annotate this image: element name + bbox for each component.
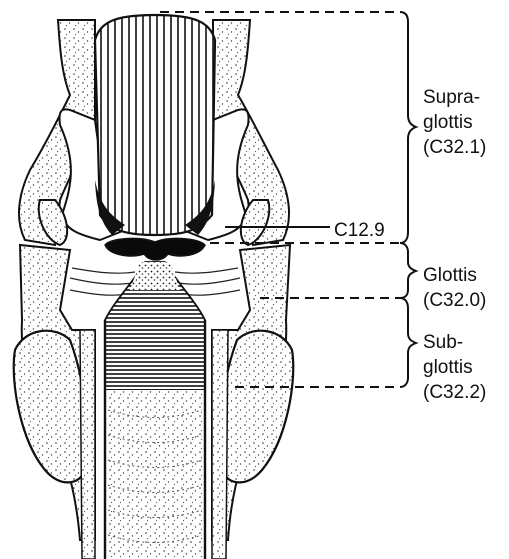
supraglottis-label-line3: (C32.1) — [423, 135, 486, 160]
region-braces — [400, 12, 416, 387]
supraglottis-label-line2: glottis — [423, 110, 486, 135]
glottis-label-line2: (C32.0) — [423, 288, 486, 313]
supraglottis-label-line1: Supra- — [423, 85, 486, 110]
subglottis-label-line3: (C32.2) — [423, 380, 486, 405]
epiglottis — [95, 15, 215, 235]
subglottis-label-line2: glottis — [423, 355, 486, 380]
subglottis-brace — [400, 298, 416, 387]
c12-9-label: C12.9 — [334, 218, 385, 243]
supraglottis-label: Supra- glottis (C32.1) — [423, 85, 486, 160]
glottis-label: Glottis (C32.0) — [423, 263, 486, 313]
subglottis-label-line1: Sub- — [423, 330, 486, 355]
supraglottis-brace — [400, 12, 416, 243]
vocal-folds — [105, 238, 205, 260]
glottis-brace — [400, 243, 416, 298]
subglottis-label: Sub- glottis (C32.2) — [423, 330, 486, 405]
glottis-label-line1: Glottis — [423, 263, 486, 288]
trachea — [105, 390, 205, 559]
